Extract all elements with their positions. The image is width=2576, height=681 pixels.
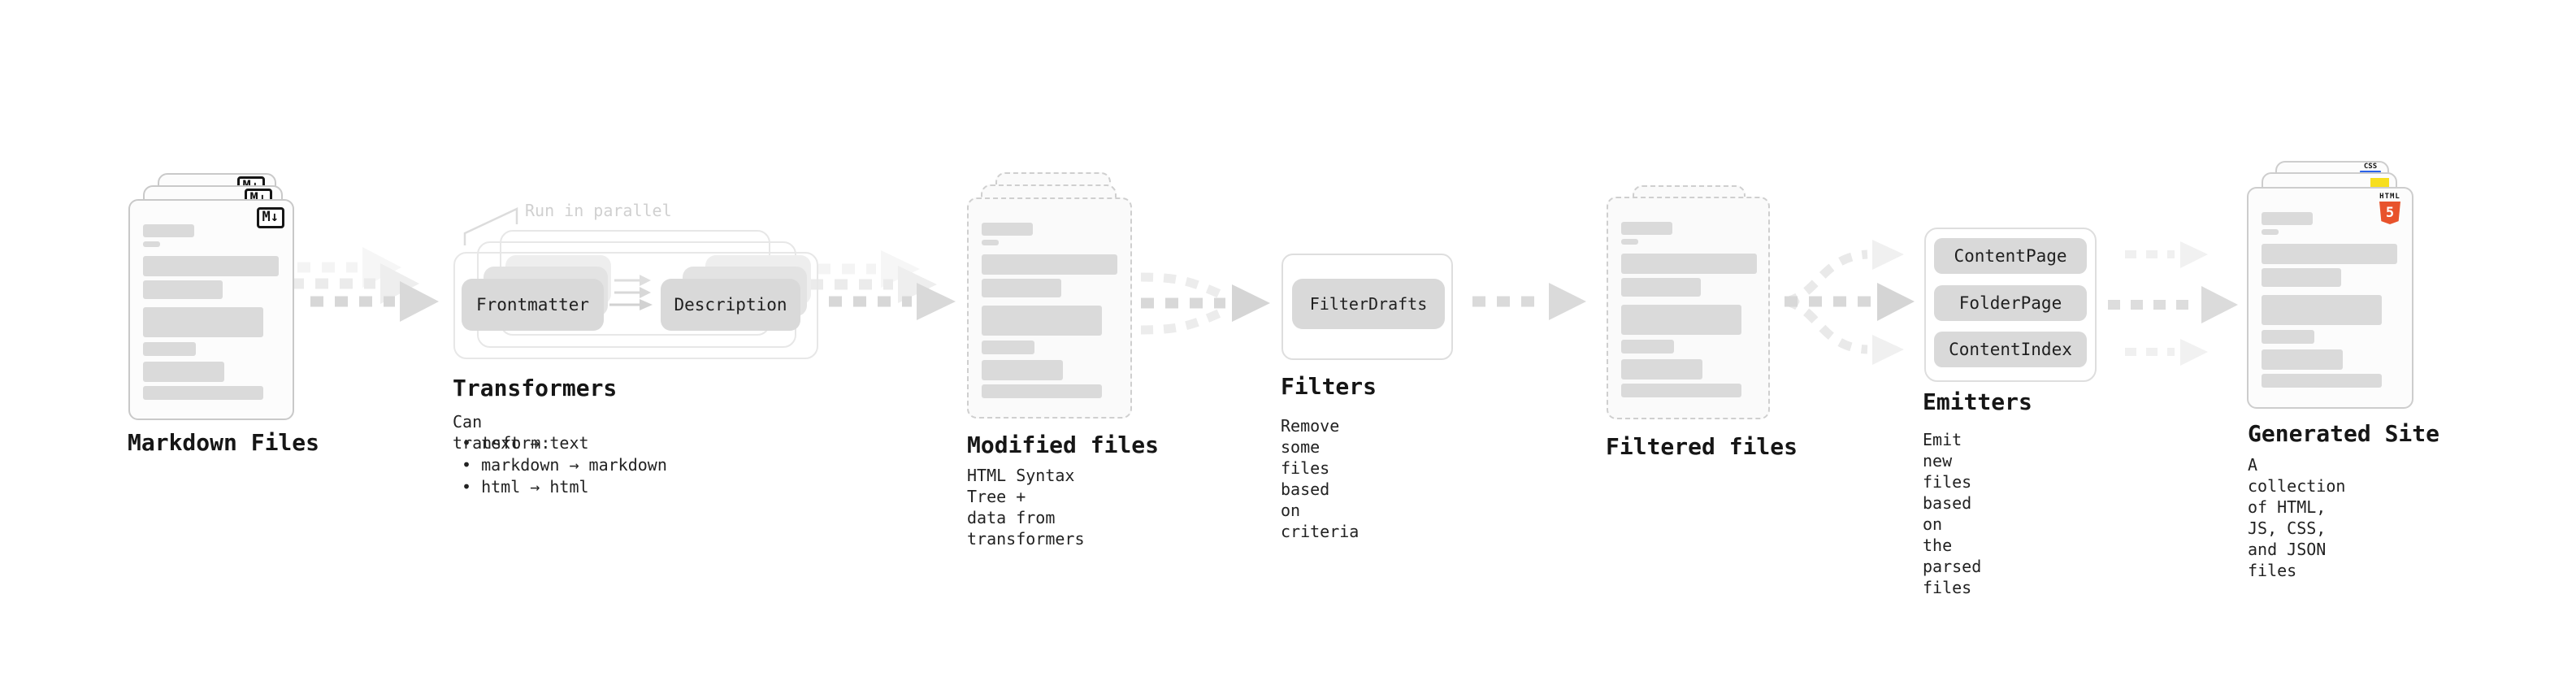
note-leader-line	[463, 207, 518, 245]
folderpage-pill: FolderPage	[1934, 285, 2087, 321]
markdown-files-label: Markdown Files	[128, 429, 320, 456]
modified-files-label: Modified files	[967, 432, 1160, 458]
contentpage-pill: ContentPage	[1934, 238, 2087, 274]
document-text-placeholder	[130, 201, 293, 419]
document-text-placeholder	[2249, 189, 2412, 407]
filtered-file-card-front	[1607, 197, 1770, 419]
parallel-arrows-icon	[609, 275, 653, 310]
contentindex-pill: ContentIndex	[1934, 332, 2087, 367]
modified-file-card-front	[967, 197, 1132, 419]
arrow-markdown-to-transformers	[273, 247, 439, 322]
description-pill: Description	[661, 279, 800, 331]
html5-icon: HTML 5	[2379, 193, 2401, 224]
generated-site-label: Generated Site	[2248, 420, 2440, 447]
frontmatter-pill: Frontmatter	[462, 279, 604, 331]
run-in-parallel-note: Run in parallel	[525, 201, 672, 220]
filters-desc: Remove some files based on criteria	[1281, 416, 1360, 541]
bullet-item: • text → text	[462, 433, 589, 453]
arrow-transformers-to-modified	[793, 250, 956, 320]
site-file-card-html: HTML 5	[2247, 187, 2413, 409]
arrow-filters-to-filtered	[1472, 283, 1586, 320]
bullet-item: • html → html	[462, 477, 589, 497]
split-arrow-filtered-to-emitters	[1785, 240, 1915, 365]
filters-title: Filters	[1281, 373, 1377, 400]
markdown-icon: M↓	[256, 207, 284, 228]
modified-files-desc: HTML Syntax Tree + data from transformer…	[967, 466, 1085, 549]
filterdrafts-pill: FilterDrafts	[1292, 279, 1445, 329]
transformer-frame-front	[453, 252, 818, 359]
document-text-placeholder	[1608, 198, 1768, 418]
merge-arrow-modified-to-filters	[1140, 272, 1270, 335]
arrows-emitters-to-site	[2108, 241, 2238, 366]
transformers-desc-heading: Can transform:	[453, 412, 551, 453]
generated-site-desc: A collection of HTML, JS, CSS, and JSON …	[2248, 455, 2346, 580]
transformers-title: Transformers	[453, 375, 618, 401]
javascript-icon	[2370, 178, 2389, 189]
emitters-title: Emitters	[1923, 388, 2032, 415]
document-text-placeholder	[969, 199, 1130, 417]
transformers-bullet-list: • text → text • markdown → markdown • ht…	[462, 432, 667, 498]
bullet-item: • markdown → markdown	[462, 455, 667, 475]
markdown-file-card-front: M↓	[128, 199, 294, 420]
emitters-desc: Emit new files based on the parsed files	[1923, 430, 1982, 597]
filtered-files-label: Filtered files	[1606, 433, 1798, 460]
